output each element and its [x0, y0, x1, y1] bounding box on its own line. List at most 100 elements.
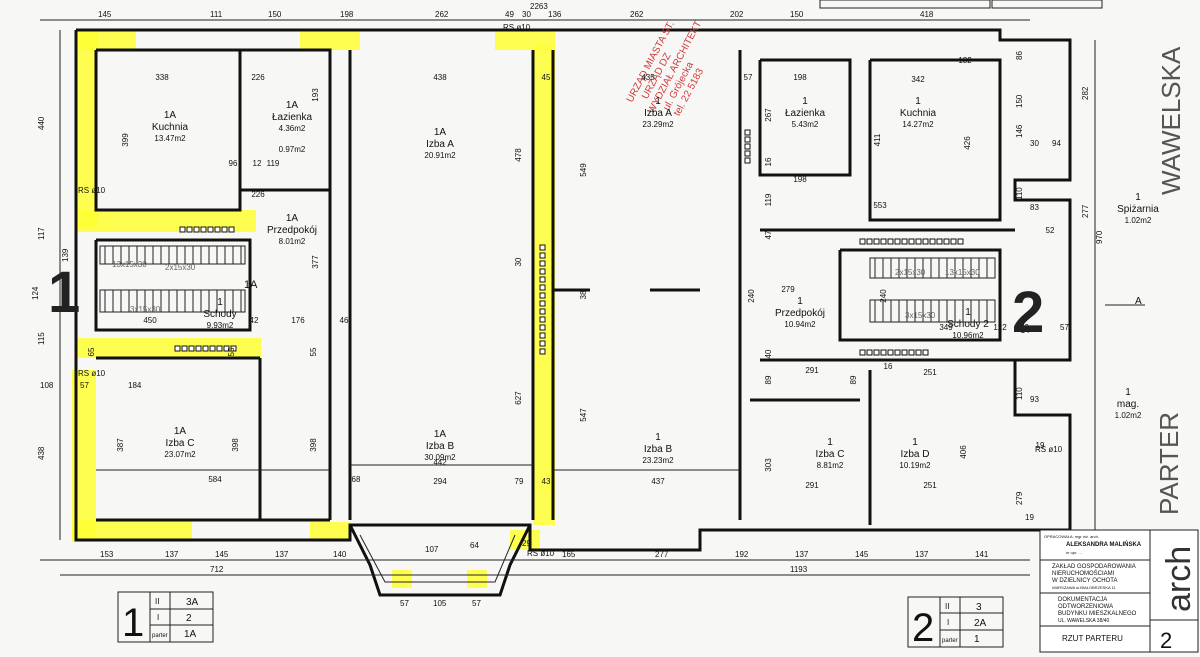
dim-label: 176	[291, 316, 305, 325]
stair-label: 2x15x30	[895, 268, 926, 277]
dim-label: 119	[267, 159, 280, 168]
dim-label: 145	[855, 550, 869, 559]
bottom-dimension-labels: 153 137 145 137 140 107 64 29 165 277 19…	[100, 539, 989, 608]
dim-label: 240	[747, 289, 756, 303]
dim-label: 42	[250, 316, 259, 325]
room-unit: 1A	[174, 426, 187, 437]
room-unit: 1A	[434, 429, 447, 440]
top-dimension-labels: 145 111 150 198 262 49 30 136 262 202 15…	[98, 2, 934, 19]
interior-walls	[94, 48, 1015, 525]
dim-label: 627	[514, 391, 523, 405]
dim-label: 342	[911, 75, 925, 84]
dim-label: 437	[651, 477, 665, 486]
dim-label: 387	[116, 438, 125, 452]
legend-key: I	[947, 618, 949, 627]
room-area: 13.47m2	[154, 134, 186, 143]
rs-mark: RS ø10	[1035, 445, 1063, 454]
dim-label: 279	[1015, 491, 1024, 505]
room-label: 0.97m2	[279, 145, 306, 154]
dim-label: 198	[793, 73, 807, 82]
dim-label: 14	[1021, 326, 1030, 335]
dim-label: 146	[1015, 124, 1024, 138]
dim-label: 110	[1015, 187, 1024, 200]
dim-label: 406	[959, 445, 968, 459]
dim-label: 105	[433, 599, 447, 608]
stair-label: 13x15x30	[112, 260, 147, 269]
dim-label: 399	[121, 133, 130, 147]
room-area: 8.81m2	[817, 461, 844, 470]
dim-label: 141	[975, 550, 989, 559]
dim-label: 94	[1052, 139, 1061, 148]
dim-label: 16	[884, 362, 893, 371]
dim-label: 349	[939, 323, 953, 332]
dim-label: 64	[470, 541, 479, 550]
dim-label: 57	[80, 381, 89, 390]
dim-label: 117	[37, 227, 46, 240]
dim-label: 93	[1030, 395, 1039, 404]
room-area: 14.27m2	[902, 120, 934, 129]
dim-label: 426	[963, 136, 972, 150]
dim-label: 16	[764, 157, 773, 166]
titleblock-office: W DZIELNICY OCHOTA	[1052, 578, 1117, 584]
dim-label: 83	[1030, 203, 1039, 212]
titleblock-doc: BUDYNKU MIESZKALNEGO	[1058, 611, 1137, 617]
dim-label: 377	[311, 255, 320, 269]
room-unit: 1A	[164, 110, 177, 121]
legend-key: I	[157, 613, 159, 622]
legend-right-number: 2	[912, 606, 934, 650]
room-area: 10.96m2	[952, 331, 984, 340]
dim-label: 150	[790, 10, 804, 19]
dim-label: 282	[1081, 86, 1090, 100]
dim-label: 184	[128, 381, 142, 390]
dim-label: 65	[87, 347, 96, 356]
room-unit: 1A	[286, 100, 299, 111]
dim-label: 108	[40, 381, 54, 390]
room-unit: 1	[1135, 192, 1141, 203]
room-unit: 1A	[434, 127, 447, 138]
dim-label: 398	[309, 438, 318, 452]
room-area: 9.93m2	[207, 321, 234, 330]
room-unit: 1	[827, 437, 833, 448]
legend-key: parter	[942, 638, 958, 644]
dim-label: 45	[542, 73, 551, 82]
dim-label: 40	[764, 349, 773, 358]
dim-label: 30	[514, 257, 523, 266]
dim-label: 89	[849, 375, 858, 384]
room-area: 0.97m2	[279, 145, 306, 154]
dim-label: 137	[275, 550, 289, 559]
room-name: mag.	[1117, 399, 1139, 410]
titleblock-doc: ODTWORZENIOWA	[1058, 604, 1113, 610]
room-unit: 1	[802, 96, 808, 107]
dim-label: 145	[98, 10, 112, 19]
room-area: 23.29m2	[642, 120, 674, 129]
room-name: Przedpokój	[267, 225, 317, 236]
rs-mark: RS ø10	[503, 23, 531, 32]
dim-label: 57	[400, 599, 409, 608]
room-labels: 1AKuchnia13.47m21AŁazienka4.36m20.97m21A…	[152, 96, 1159, 470]
legend-value: 3	[976, 602, 982, 613]
radiator-markers	[174, 129, 964, 356]
legend-value: 2	[186, 613, 192, 624]
room-name: Izba A	[426, 139, 454, 150]
dim-label: 96	[229, 159, 238, 168]
dim-label: 137	[915, 550, 929, 559]
approval-stamp: URZĄD MIASTA ST. URZĄD DZ WYDZIAŁ ARCHIT…	[625, 19, 707, 118]
titleblock-office: WARSZAWA ul.BIAŁOBRZESKA 11	[1052, 585, 1116, 590]
titleblock-doc: UL. WAWELSKA 38/40	[1058, 618, 1110, 624]
dim-label: 86	[1015, 51, 1024, 60]
rs-mark: RS ø10	[527, 549, 555, 558]
dim-label: 267	[764, 108, 773, 122]
dim-label: 478	[514, 148, 523, 162]
titleblock-logo: arch	[1160, 546, 1198, 612]
dim-label: 303	[764, 458, 773, 472]
dim-label: 139	[61, 248, 70, 262]
room-unit: 1	[655, 96, 661, 107]
